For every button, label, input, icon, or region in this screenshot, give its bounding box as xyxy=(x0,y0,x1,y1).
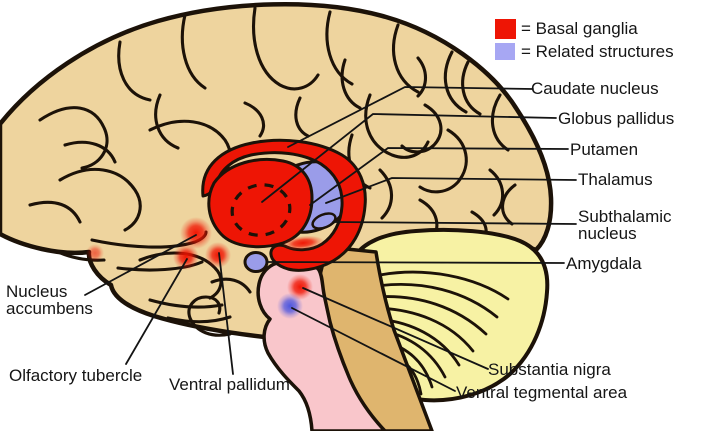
subthalamic-nucleus-label: Subthalamic nucleus xyxy=(578,208,672,242)
sulcus-line xyxy=(461,60,482,116)
sulcus-line xyxy=(154,93,180,150)
putamen-label: Putamen xyxy=(570,140,639,159)
sulcus-line xyxy=(252,6,320,91)
sulcus-line xyxy=(294,96,310,138)
fuzzy-spots xyxy=(86,217,324,319)
subthalamic-nucleus-label-line2: nucleus xyxy=(578,224,637,243)
substantia-nigra-label: Substantia nigra xyxy=(488,360,611,379)
subcaudate-smear-spot xyxy=(282,235,324,251)
sulcus-line xyxy=(38,106,109,170)
nucleus-accumbens-spot xyxy=(180,217,212,249)
cerebellum-folia-line xyxy=(374,295,488,336)
sulcus-line xyxy=(28,200,82,224)
sulcus-line xyxy=(378,168,394,220)
sulcus-line xyxy=(501,183,517,226)
sulcus-line xyxy=(488,168,505,217)
thalamus-label: Thalamus xyxy=(578,170,653,189)
nucleus-accumbens-leader-line xyxy=(84,234,197,296)
ventral-tegmental-leader-line xyxy=(291,307,456,392)
basal-ganglia-swatch xyxy=(495,19,516,39)
sulcus-line xyxy=(210,277,252,294)
subthalamic-nucleus-shape xyxy=(311,212,337,230)
nucleus-accumbens-label-line2: accumbens xyxy=(6,299,93,318)
nucleus-accumbens-label-line1: Nucleus xyxy=(6,282,68,301)
amygdala-shape xyxy=(243,251,269,273)
putamen-shape xyxy=(207,157,314,249)
sulcus-line xyxy=(138,251,223,300)
globus-pallidus-dashed-outline xyxy=(230,183,292,237)
sulcus-line xyxy=(148,298,224,309)
cortex-edge-spot xyxy=(86,244,104,262)
olfactory-tubercle-label: Olfactory tubercle xyxy=(9,366,143,385)
nucleus-accumbens-label: Nucleus accumbens xyxy=(6,283,93,317)
sulcus-line xyxy=(325,10,354,86)
sulcus-line xyxy=(340,58,362,110)
leader-lines xyxy=(84,86,577,392)
sulcus-line xyxy=(187,295,232,337)
caudate-nucleus-label: Caudate nucleus xyxy=(531,79,659,98)
amygdala-leader-line xyxy=(267,261,565,264)
sulcus-line xyxy=(490,93,510,152)
subthalamic-nucleus-label-line1: Subthalamic xyxy=(578,207,672,226)
sulcus-line xyxy=(416,56,428,98)
ventral-tegmental-area-label: Ventral tegmental area xyxy=(456,383,628,402)
sulcus-line xyxy=(443,50,468,114)
sulcus-line xyxy=(418,128,468,194)
amygdala-label: Amygdala xyxy=(566,254,642,273)
ventral-pallidum-leader-line xyxy=(218,252,234,375)
ventral-pallidum-label: Ventral pallidum xyxy=(169,375,290,394)
olfactory-tubercle-spot xyxy=(173,244,199,270)
olfactory-tubercle-leader-line xyxy=(125,258,188,365)
putamen-leader-line xyxy=(309,147,569,206)
thalamus-leader-line xyxy=(325,177,577,204)
sulcus-line xyxy=(166,315,232,324)
sulcus-line xyxy=(58,167,142,232)
subthalamic-leader-line xyxy=(332,221,577,225)
sulcus-line xyxy=(117,40,152,102)
cerebellum-folia-line xyxy=(375,283,499,319)
globus-pallidus-leader-line xyxy=(261,113,557,203)
substantia-nigra-leader-line xyxy=(302,287,489,370)
globus-pallidus-label: Globus pallidus xyxy=(558,109,675,128)
caudate-nucleus-shape xyxy=(201,138,367,272)
sulcus-line xyxy=(243,101,265,138)
ventral-tegmental-area-spot xyxy=(277,293,303,319)
ventral-pallidum-spot xyxy=(205,242,231,268)
cerebellum-folia-line xyxy=(378,270,510,301)
caudate-leader-line xyxy=(287,86,534,148)
related-structures-swatch xyxy=(495,43,515,60)
legend-related-structures-label: = Related structures xyxy=(521,42,674,61)
legend-basal-ganglia-label: = Basal ganglia xyxy=(521,19,638,38)
sulcus-line xyxy=(63,140,117,164)
sulcus-line xyxy=(180,13,207,90)
